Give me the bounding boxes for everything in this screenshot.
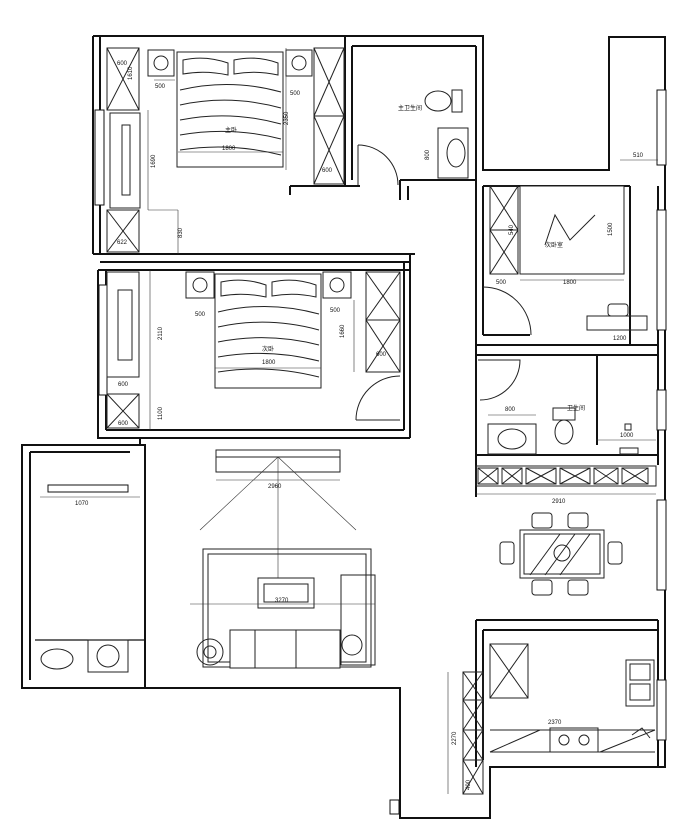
dim-500-nightstand-left: 500 <box>155 84 166 90</box>
tv-cabinet-second <box>106 271 140 378</box>
sink-master <box>437 127 469 179</box>
dim-600-tv-second: 600 <box>118 382 129 388</box>
plant-decor <box>341 634 363 656</box>
dim-1610-closet: 1610 <box>128 66 134 80</box>
nightstand-second-left <box>185 271 215 299</box>
public-bathroom: 卫生间 <box>478 359 639 455</box>
fridge <box>489 643 529 699</box>
dim-1800-bed-master: 1800 <box>222 146 236 152</box>
kitchen <box>462 643 656 795</box>
laundry-sink <box>40 648 74 670</box>
dim-800-bath-vanity: 800 <box>425 149 431 160</box>
dim-1200-desk: 1200 <box>613 336 627 342</box>
toilet-public <box>554 419 574 445</box>
dim-500-study: 500 <box>496 280 507 286</box>
second-bed <box>214 273 322 389</box>
chair-bottom-right <box>567 579 589 596</box>
study-room: 次卧室 <box>482 185 648 336</box>
chair-top-left <box>531 512 553 529</box>
chair-left <box>499 541 515 565</box>
stove <box>549 727 599 753</box>
study-bed <box>519 185 625 275</box>
toilet-master <box>424 90 452 112</box>
dining-area <box>475 465 657 596</box>
dim-500-nightstand-right: 500 <box>290 91 301 97</box>
dim-600-wardrobe-top: 600 <box>117 61 128 67</box>
door-swing-study <box>482 286 532 336</box>
chair-top-right <box>567 512 589 529</box>
balcony <box>40 639 129 673</box>
nightstand-right <box>285 49 313 77</box>
label-master-bed: 主卧 <box>225 126 237 134</box>
side-table <box>196 638 224 666</box>
windows <box>47 89 667 815</box>
tall-cabinet <box>462 671 484 795</box>
dim-400-kitchen: 400 <box>466 779 472 790</box>
dim-2960-tv-wall: 2960 <box>268 484 282 490</box>
door-swing-public-bath <box>478 359 521 401</box>
dim-1000-bath2: 1000 <box>620 433 634 439</box>
dim-1660-bed-side: 1660 <box>340 324 346 338</box>
kitchen-sink <box>625 659 655 707</box>
label-master-bath: 主卫生间 <box>398 104 422 112</box>
dim-1800-bed-second: 1800 <box>262 360 276 366</box>
dim-600-cabinet-second: 600 <box>118 421 129 427</box>
washing-machine <box>87 639 129 673</box>
second-bedroom: 次卧 <box>106 271 401 429</box>
cabinet-second <box>106 393 140 429</box>
living-room <box>196 449 376 669</box>
chair-right <box>607 541 623 565</box>
dim-1100-gap: 1100 <box>158 406 164 420</box>
master-bedroom: 主卧 <box>106 47 345 253</box>
sideboard <box>475 465 657 487</box>
dim-500-nightstand-second-left: 500 <box>195 312 206 318</box>
dim-600-wardrobe-second: 600 <box>376 352 387 358</box>
wardrobe-second <box>365 271 401 373</box>
sink-public <box>487 423 537 455</box>
dim-2370-fridge: 2370 <box>548 720 562 726</box>
sideboard-cells <box>477 467 649 485</box>
coffee-table <box>257 577 315 609</box>
sofa <box>229 629 341 669</box>
dim-600-wardrobe-master: 600 <box>322 168 333 174</box>
label-study: 次卧室 <box>545 241 563 249</box>
nightstand-second-right <box>322 271 352 299</box>
wardrobe-top-left <box>106 47 140 111</box>
cabinet-left <box>106 209 140 253</box>
dim-1500-bed-study: 1500 <box>608 222 614 236</box>
nightstand-left <box>147 49 175 77</box>
dim-540-wardrobe-study: 540 <box>509 224 515 235</box>
dim-830-gap: 830 <box>178 227 184 238</box>
label-public-bath: 卫生间 <box>567 404 585 412</box>
dim-3270-sofa: 3270 <box>275 598 289 604</box>
dim-500-nightstand-second-right: 500 <box>330 308 341 314</box>
sofa-chaise <box>340 574 376 666</box>
dim-1690-tv-cabinet: 1690 <box>151 154 157 168</box>
dim-622-cabinet: 622 <box>117 240 128 246</box>
dim-2910-cabinet: 2910 <box>552 499 566 505</box>
door-swing-second <box>355 375 401 421</box>
dim-510-window: 510 <box>633 153 644 159</box>
dimension-lines <box>40 48 658 794</box>
study-desk <box>586 315 648 331</box>
master-bathroom: 主卫生间 <box>357 89 469 186</box>
dim-1070-balcony: 1070 <box>75 501 89 507</box>
dim-2270-kitchen: 2270 <box>452 731 458 745</box>
label-second-bed: 次卧 <box>262 345 274 353</box>
dimension-labels: 600 1610 500 500 2350 1800 1690 600 800 … <box>75 61 644 790</box>
study-chair <box>607 303 629 317</box>
door-swing-master-bath <box>357 144 399 186</box>
chair-bottom-left <box>531 579 553 596</box>
dim-2110-wall: 2110 <box>158 326 164 340</box>
dim-2350-bed-length: 2350 <box>284 111 290 125</box>
dim-800-bath2: 800 <box>505 407 516 413</box>
tv-cabinet-master <box>109 112 141 209</box>
dim-1800-bed-study-w: 1800 <box>563 280 577 286</box>
